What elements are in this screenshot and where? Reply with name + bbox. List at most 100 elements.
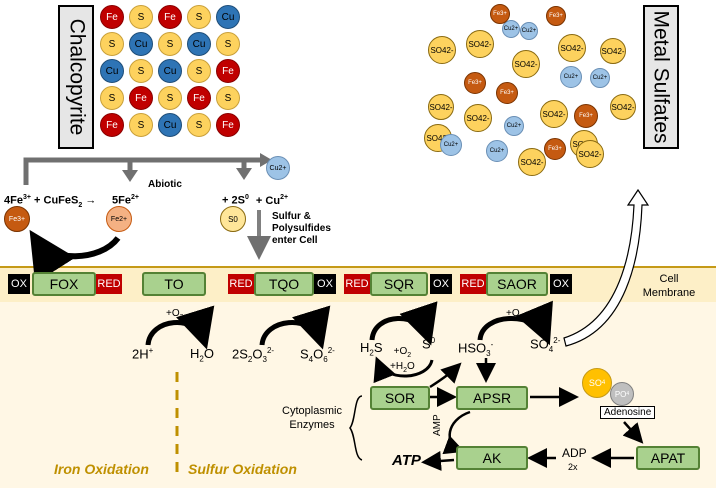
amp-label: AMP [432, 414, 443, 436]
lattice-atom-s: S [187, 113, 211, 137]
tqo-red-tag: RED [228, 274, 254, 294]
ion-so4: SO42- [428, 94, 454, 120]
ion-so4: SO42- [428, 36, 456, 64]
abiotic-equation: 4Fe3+ + CuFeS2 → [4, 194, 97, 209]
sor-inputs-label: +O2 +H2O [390, 346, 415, 374]
enzyme-apat: APAT [636, 446, 700, 470]
metal-sulfates-cloud: Cu2+Fe3+Fe3+SO42-SO42-Cu2+SO42-SO42-SO42… [410, 0, 640, 185]
ion-cu2: Cu2+ [502, 20, 520, 38]
saor-o2-label: +O2 [506, 308, 524, 321]
sulfate-label: SO42- [530, 336, 561, 354]
ion-so4: SO42- [464, 104, 492, 132]
sulfur-enter-label: Sulfur & Polysulfides enter Cell [272, 211, 331, 246]
sqr-ox-tag: OX [430, 274, 452, 294]
bisulfite-label: HSO3- [458, 340, 494, 358]
ion-fe3: Fe3+ [490, 4, 510, 24]
enzyme-sqr: SQR [370, 272, 428, 296]
adp-multiplier: 2x [568, 462, 578, 472]
adp-label: ADP [562, 446, 587, 460]
h2s-label: H2S [360, 340, 383, 358]
h-plus-label: 2H+ [132, 346, 154, 362]
ion-so4: SO42- [558, 34, 586, 62]
lattice-atom-s: S [100, 32, 124, 56]
tqo-arc [259, 305, 331, 350]
ion-cu2: Cu2+ [520, 22, 538, 40]
lattice-atom-s: S [129, 59, 153, 83]
enzyme-ak: AK [456, 446, 528, 470]
to-arc [145, 305, 215, 350]
sulfate-export-arrow [563, 188, 650, 347]
lattice-atom-fe: Fe [100, 5, 124, 29]
ak-to-atp-arrow [421, 450, 455, 471]
enzyme-to: TO [142, 272, 206, 296]
abiotic-product-sulfur: + 2S0 + Cu2+ [222, 194, 289, 207]
iron-oxidation-label: Iron Oxidation [54, 461, 149, 477]
fox-ox-tag: OX [8, 274, 30, 294]
ion-cu2: Cu2+ [560, 66, 582, 88]
enzyme-apsr: APSR [456, 386, 528, 410]
fox-red-tag: RED [96, 274, 122, 294]
amp-arrow [442, 410, 471, 455]
fe3-ball: Fe3+ [4, 206, 30, 232]
lattice-atom-s: S [216, 86, 240, 110]
ion-fe3: Fe3+ [546, 6, 566, 26]
sqr-arc [369, 301, 438, 346]
water-label: H2O [190, 346, 214, 364]
abiotic-label: Abiotic [148, 179, 182, 190]
iron-regeneration-arrow [29, 229, 121, 284]
lattice-atom-cu: Cu [129, 32, 153, 56]
lattice-atom-s: S [158, 86, 182, 110]
enzyme-sor: SOR [370, 386, 430, 410]
lattice-atom-fe: Fe [216, 113, 240, 137]
lattice-atom-fe: Fe [100, 113, 124, 137]
cytoplasmic-brace [349, 395, 363, 461]
aps-to-apat-arrow [622, 421, 644, 444]
thiosulfate-label: 2S2O32- [232, 346, 275, 364]
cu2-ball: Cu2+ [266, 156, 290, 180]
saor-ox-tag: OX [550, 274, 572, 294]
enzyme-fox: FOX [32, 272, 96, 296]
ion-cu2: Cu2+ [590, 68, 610, 88]
ion-fe3: Fe3+ [464, 72, 486, 94]
lattice-atom-fe: Fe [158, 5, 182, 29]
cell-membrane-label: Cell Membrane [642, 273, 696, 299]
lattice-atom-cu: Cu [158, 59, 182, 83]
sqr-red-tag: RED [344, 274, 370, 294]
lattice-atom-s: S [187, 59, 211, 83]
lattice-atom-s: S [158, 32, 182, 56]
saor-arc [477, 300, 553, 346]
saor-red-tag: RED [460, 274, 486, 294]
lattice-atom-fe: Fe [129, 86, 153, 110]
lattice-atom-s: S [129, 113, 153, 137]
chalcopyrite-title: Chalcopyrite [58, 5, 94, 149]
enzyme-tqo: TQO [254, 272, 314, 296]
tqo-ox-tag: OX [314, 274, 336, 294]
ion-cu2: Cu2+ [440, 134, 462, 156]
lattice-atom-fe: Fe [216, 59, 240, 83]
abiotic-product-fe: 5Fe2+ [112, 194, 139, 207]
ion-cu2: Cu2+ [486, 140, 508, 162]
to-o2-label: +O2 [166, 308, 184, 321]
metal-sulfates-title: Metal Sulfates [643, 5, 679, 149]
lattice-atom-s: S [100, 86, 124, 110]
ion-fe3: Fe3+ [496, 82, 518, 104]
atp-label: ATP [392, 452, 421, 469]
sulfur-oxidation-label: Sulfur Oxidation [188, 461, 297, 477]
enzyme-saor: SAOR [486, 272, 548, 296]
ion-so4: SO42- [540, 100, 568, 128]
lattice-atom-cu: Cu [187, 32, 211, 56]
lattice-atom-cu: Cu [100, 59, 124, 83]
s0-ball: S0 [220, 206, 246, 232]
ion-so4: SO42- [600, 38, 626, 64]
s0-label: S0 [422, 336, 436, 352]
lattice-atom-cu: Cu [216, 5, 240, 29]
ion-so4: SO42- [518, 148, 546, 176]
lattice-atom-s: S [216, 32, 240, 56]
lattice-atom-s: S [187, 5, 211, 29]
lattice-atom-s: S [129, 5, 153, 29]
lattice-atom-fe: Fe [187, 86, 211, 110]
